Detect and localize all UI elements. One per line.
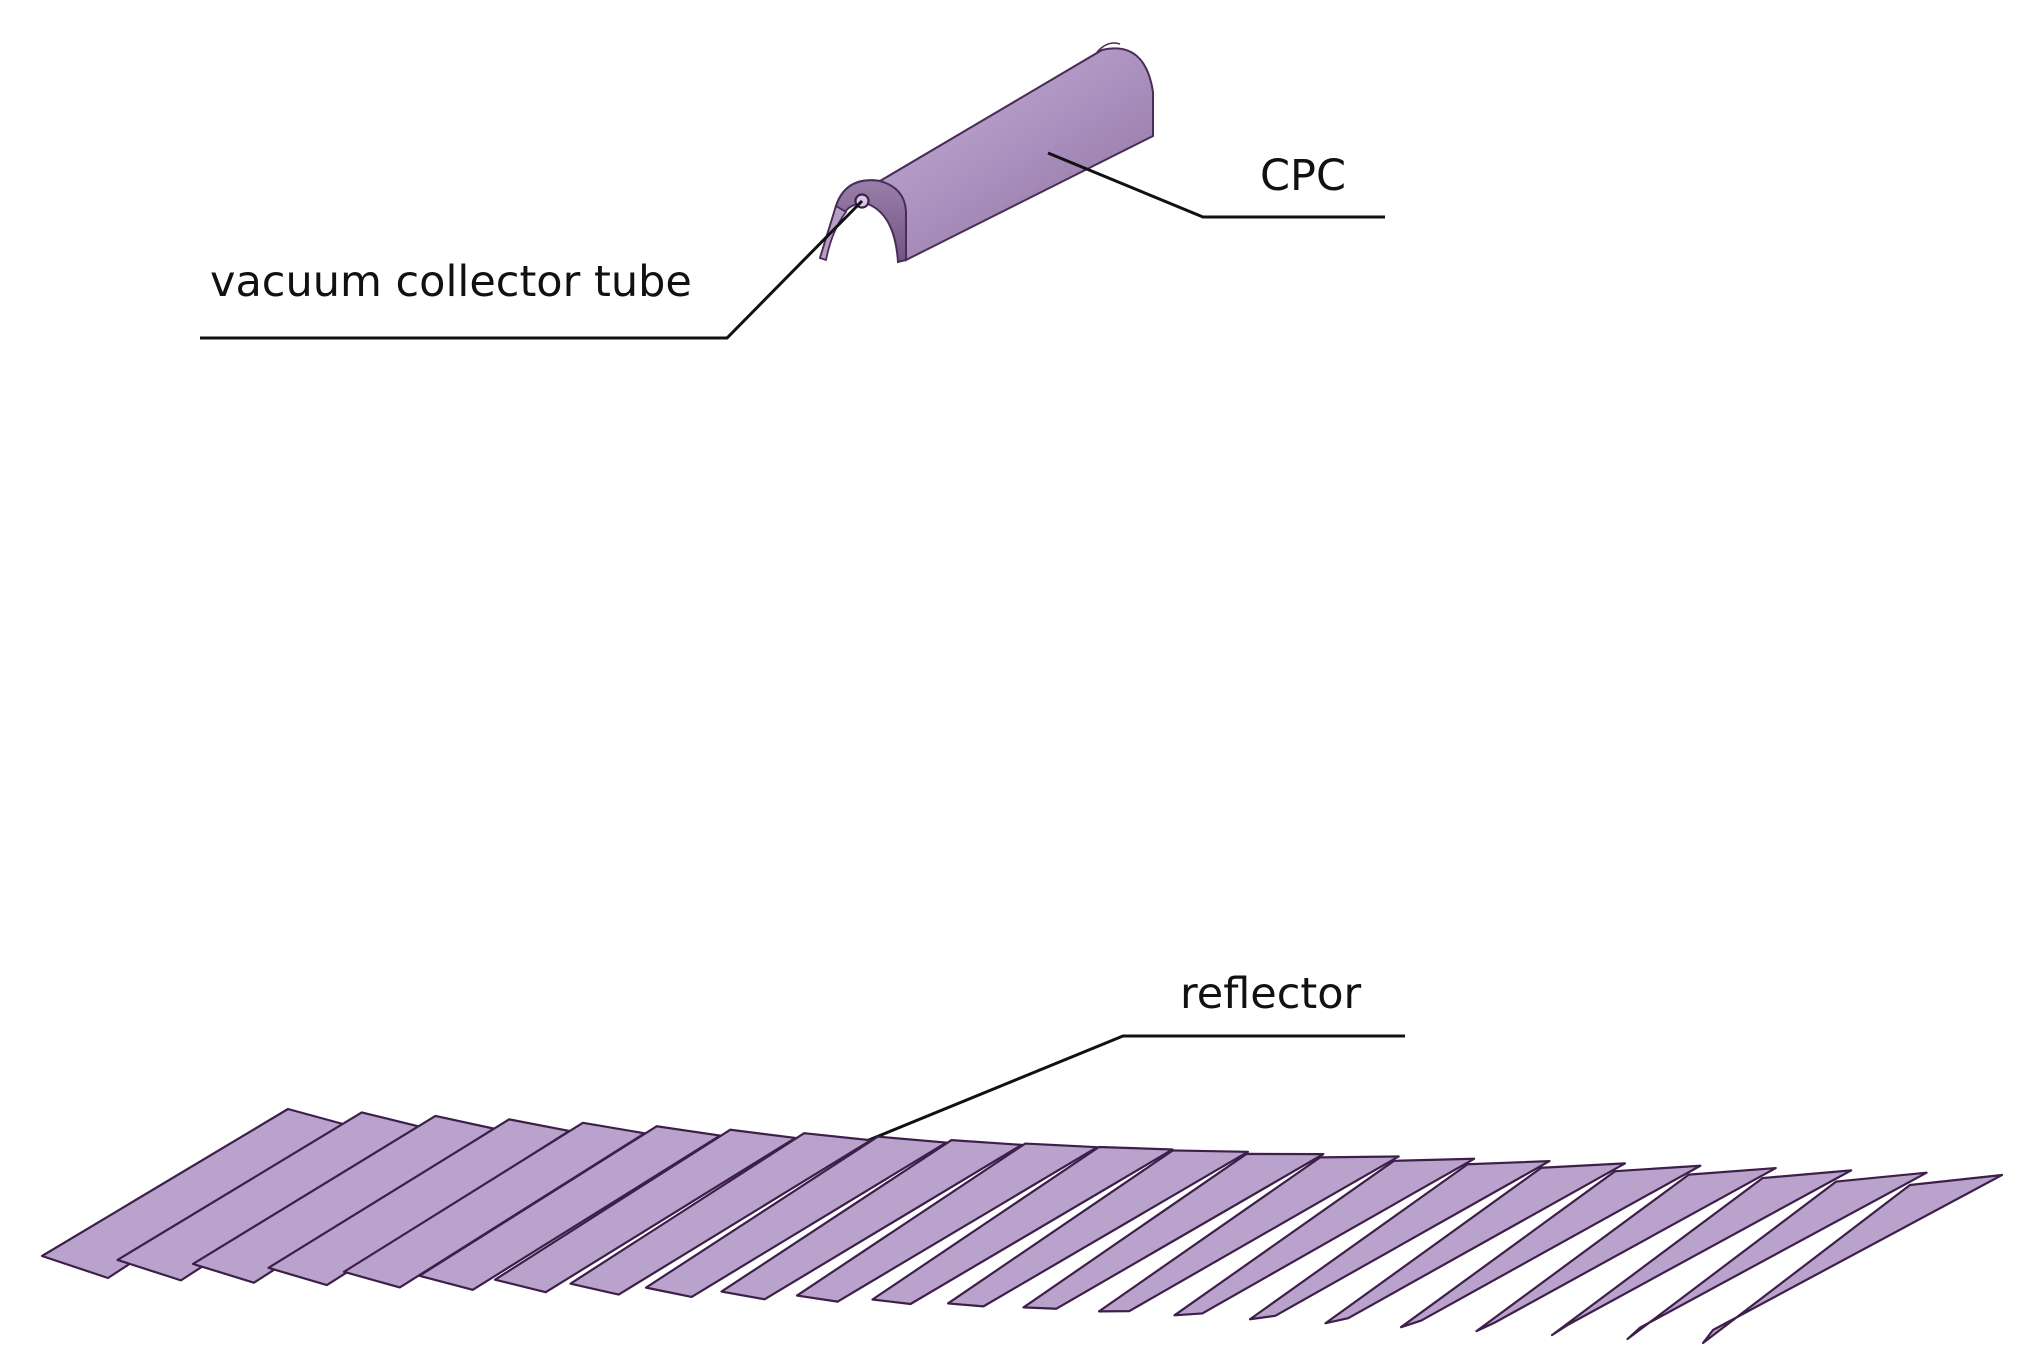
reflector-strip xyxy=(493,1128,797,1294)
reflector-strip xyxy=(1550,1169,1853,1337)
reflector-strip xyxy=(191,1114,495,1284)
cpc-label: CPC xyxy=(1260,151,1346,201)
cpc-left-lip xyxy=(818,204,848,262)
reflector-strip xyxy=(116,1111,420,1282)
reflector-strip xyxy=(1324,1162,1627,1325)
cpc-ridge xyxy=(879,49,1103,182)
reflector-strip xyxy=(1475,1166,1777,1333)
reflector-leader-line xyxy=(819,1034,1405,1162)
reflector-strip xyxy=(946,1149,1250,1308)
cpc-trough xyxy=(818,42,1154,264)
reflector-strip xyxy=(1097,1155,1400,1313)
reflector-strip xyxy=(40,1107,345,1280)
reflector-strip xyxy=(267,1118,571,1287)
reflector-strip xyxy=(1399,1164,1702,1329)
tube-leader-line xyxy=(200,199,864,340)
cpc-outer-surface xyxy=(834,47,1154,262)
reflector-array xyxy=(40,1107,2004,1345)
tube-label: vacuum collector tube xyxy=(210,257,692,307)
reflector-strip xyxy=(569,1132,872,1296)
cpc-leader-line xyxy=(1047,151,1385,219)
reflector-strip xyxy=(418,1125,722,1291)
cpc-inner-surface xyxy=(819,179,907,264)
cpc-ridge-edge xyxy=(1096,42,1121,53)
reflector-strip xyxy=(871,1145,1174,1306)
reflector-strip xyxy=(795,1142,1099,1303)
reflector-strip xyxy=(1173,1157,1476,1317)
reflector-strip xyxy=(1248,1159,1551,1321)
reflector-label: reflector xyxy=(1180,969,1362,1019)
reflector-strip xyxy=(1626,1171,1928,1341)
reflector-strip xyxy=(342,1121,646,1289)
reflector-strip xyxy=(644,1135,948,1299)
reflector-strip xyxy=(1022,1152,1325,1310)
reflector-strip xyxy=(1701,1173,2004,1345)
reflector-strip xyxy=(720,1138,1023,1301)
